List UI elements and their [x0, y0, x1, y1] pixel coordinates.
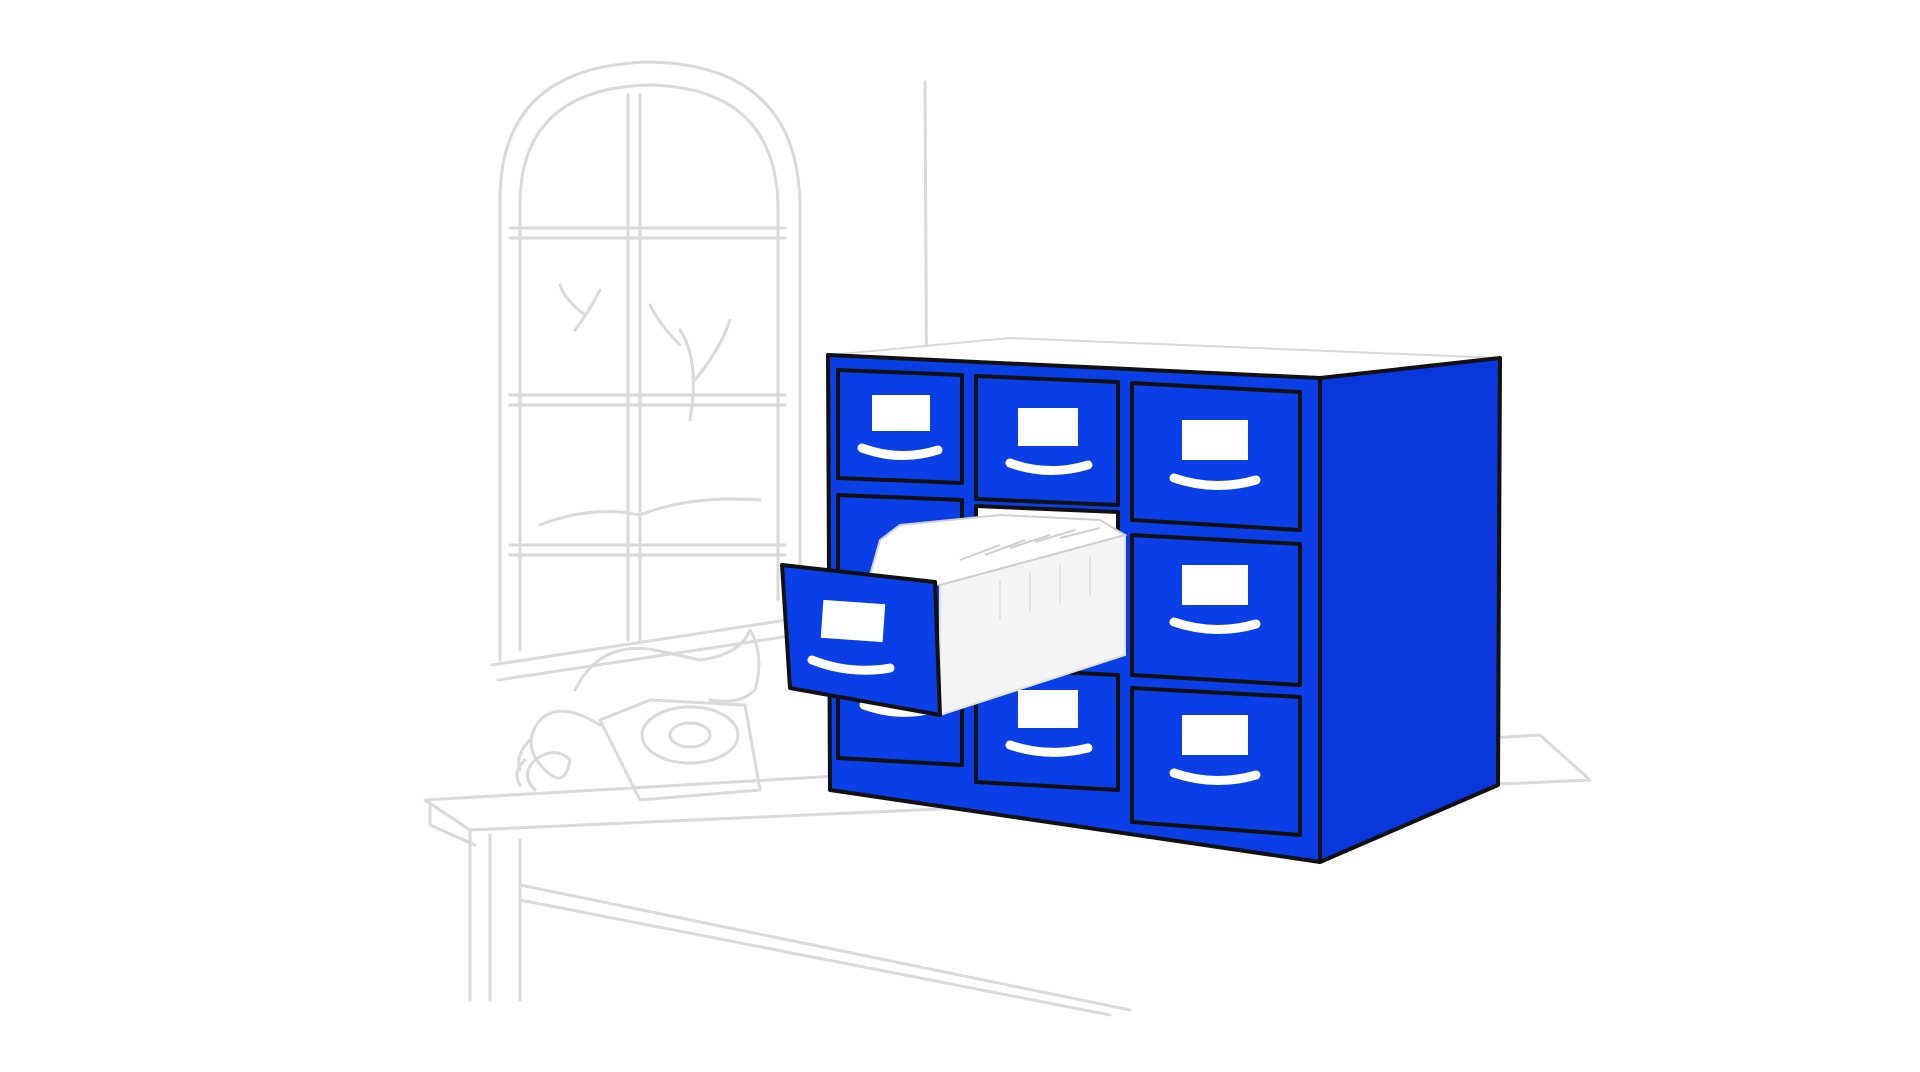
- drawer-bottom-center[interactable]: [974, 666, 1120, 792]
- drawer-handle: [1169, 617, 1261, 634]
- drawer-label: [872, 395, 930, 431]
- background-sketch: [423, 60, 1592, 1017]
- drawer-label: [1182, 715, 1248, 755]
- drawer-top-left[interactable]: [836, 368, 964, 485]
- drawer-bottom-right[interactable]: [1130, 686, 1302, 837]
- arched-window: [490, 60, 930, 682]
- drawer-top-right[interactable]: [1130, 381, 1302, 532]
- drawer-label: [1018, 408, 1078, 446]
- open-drawer[interactable]: [780, 513, 1128, 717]
- drawer-label: [1018, 690, 1078, 728]
- drawer-label: [1182, 420, 1248, 460]
- drawer-handle: [1169, 473, 1261, 490]
- rotary-telephone: [515, 628, 762, 802]
- drawer-handle: [1005, 740, 1093, 757]
- drawer-handle: [1169, 768, 1261, 785]
- drawer-handle: [807, 655, 895, 675]
- drawer-label: [820, 599, 886, 643]
- drawer-middle-right[interactable]: [1130, 533, 1302, 687]
- drawer-handle: [857, 443, 943, 461]
- drawer-handle: [1005, 458, 1093, 476]
- card-catalog-cabinet: [780, 336, 1502, 864]
- drawer-label: [1182, 565, 1248, 605]
- drawer-top-center[interactable]: [974, 374, 1120, 507]
- cabinet-side: [1318, 356, 1502, 864]
